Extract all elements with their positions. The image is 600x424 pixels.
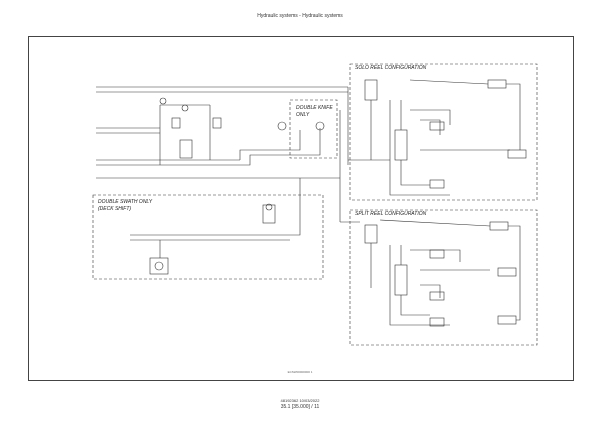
split-manifold xyxy=(394,264,408,296)
figure-id: ECSW00000000 1 xyxy=(287,370,313,374)
swath-motor-icon xyxy=(154,261,164,271)
double-knife-label: DOUBLE KNIFE xyxy=(296,105,333,111)
page-number: 35.1 [35.000] / 11 xyxy=(280,404,320,410)
split-cylinder-4 xyxy=(489,221,509,231)
solo-cylinder-4 xyxy=(507,149,527,159)
split-cylinder-6 xyxy=(497,315,517,325)
solo-cylinder-2 xyxy=(429,179,445,189)
document-code: 48192362 10/03/2022 xyxy=(280,398,320,403)
solo-manifold xyxy=(394,129,408,161)
gauge-icon xyxy=(159,97,167,105)
solo-reel-label: SOLO REEL CONFIGURATION xyxy=(355,65,427,71)
split-cylinder-3 xyxy=(429,317,445,327)
split-control-valve xyxy=(364,224,378,244)
split-cylinder-5 xyxy=(497,267,517,277)
double-swath-box xyxy=(92,194,324,280)
double-knife-box xyxy=(289,99,338,159)
split-cylinder-1 xyxy=(429,249,445,259)
double-knife-label-2: ONLY xyxy=(296,112,310,118)
solo-reel-box xyxy=(349,63,538,201)
knife-motor-icon-2 xyxy=(315,121,325,131)
diagram-frame xyxy=(28,36,574,381)
swath-valve xyxy=(262,204,276,224)
swath-motor xyxy=(149,257,169,275)
split-reel-box xyxy=(349,209,538,346)
valve-block xyxy=(179,139,193,159)
solo-cylinder-3 xyxy=(487,79,507,89)
solo-control-valve xyxy=(364,79,378,101)
double-swath-label-2: (DECK SHIFT) xyxy=(98,206,131,212)
double-swath-label: DOUBLE SWATH ONLY xyxy=(98,199,153,205)
solo-cylinder-1 xyxy=(429,121,445,131)
split-cylinder-2 xyxy=(429,291,445,301)
split-reel-label: SPLIT REEL CONFIGURATION xyxy=(355,211,427,217)
page-title: Hydraulic systems - Hydraulic systems xyxy=(257,13,343,19)
knife-motor-icon xyxy=(277,121,287,131)
